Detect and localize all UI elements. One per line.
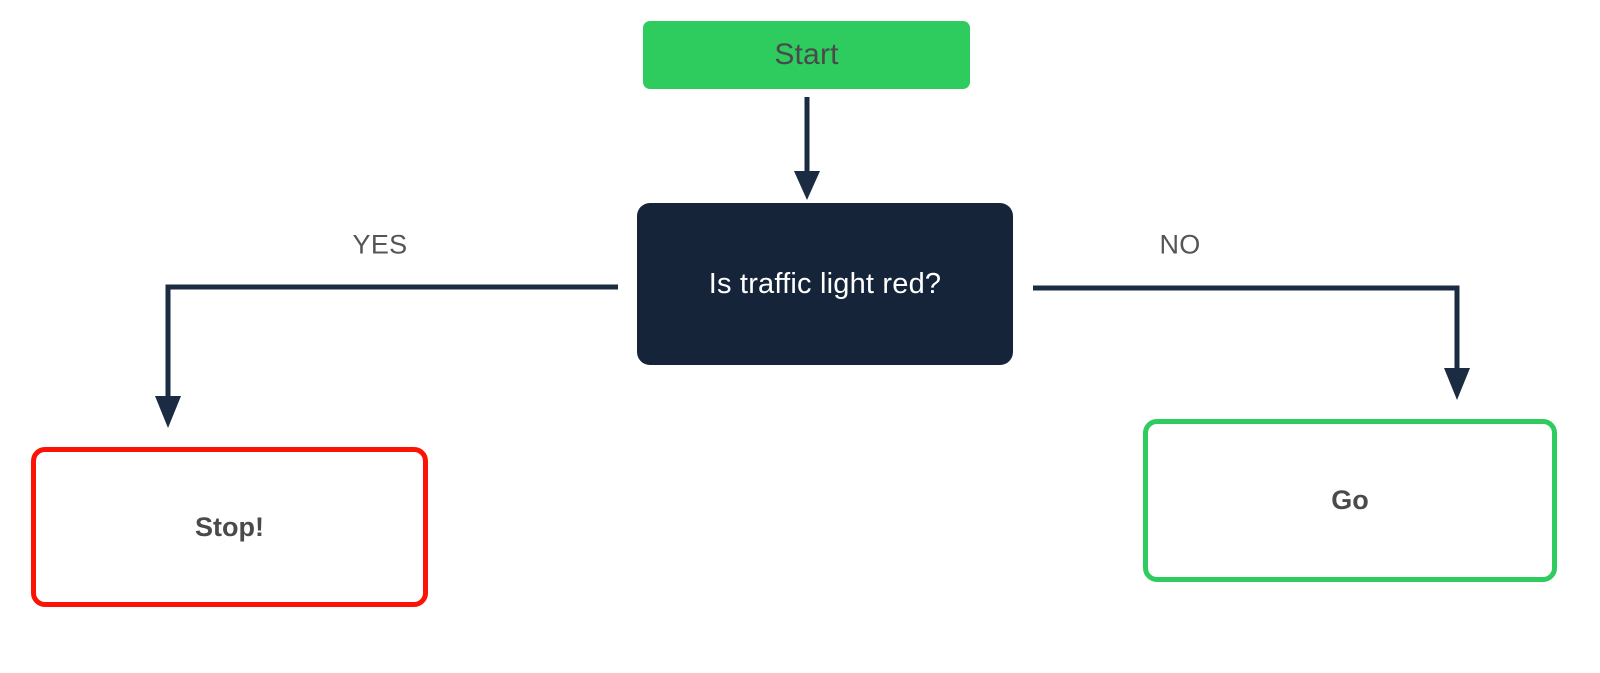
edge-label-yes: YES xyxy=(352,229,408,260)
node-go-label: Go xyxy=(1331,485,1369,515)
edge-start-to-decision xyxy=(794,97,820,200)
edge-decision-to-go xyxy=(1033,285,1470,400)
edge-decision-to-stop xyxy=(155,284,618,428)
node-stop-label: Stop! xyxy=(195,511,264,542)
edge-label-no: NO xyxy=(1159,229,1201,260)
node-decision[interactable]: Is traffic light red? xyxy=(637,203,1013,365)
node-stop[interactable]: Stop! xyxy=(31,447,428,607)
node-start-label: Start xyxy=(774,38,839,71)
node-decision-label: Is traffic light red? xyxy=(708,267,942,300)
node-go[interactable]: Go xyxy=(1143,419,1557,582)
node-start[interactable]: Start xyxy=(643,21,970,89)
